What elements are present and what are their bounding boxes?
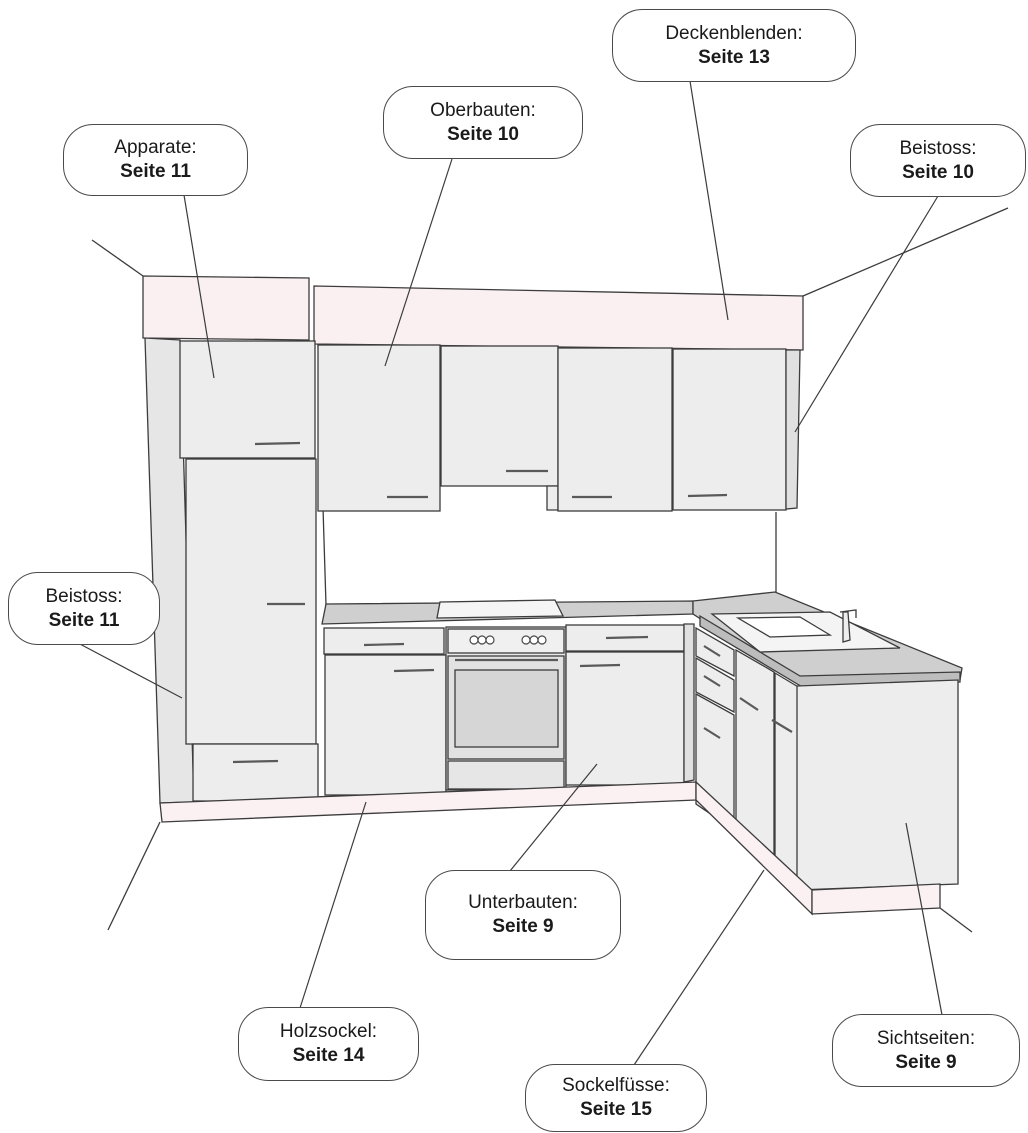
- callout-beistoss-left: Beistoss: Seite 11: [8, 572, 160, 645]
- callout-label: Sichtseiten:: [876, 1027, 976, 1049]
- callout-holzsockel: Holzsockel: Seite 14: [238, 1007, 419, 1081]
- callout-label: Sockelfüsse:: [562, 1075, 670, 1096]
- callout-page: Seite 11: [48, 609, 120, 631]
- corner-drawer-2: [695, 656, 735, 714]
- plinth-side: [811, 883, 941, 915]
- oven-window: [454, 669, 559, 748]
- handle: [605, 635, 649, 640]
- callout-label: Deckenblenden:: [665, 22, 803, 44]
- upper-cabinet-2: [440, 345, 559, 487]
- tall-door-top: [179, 340, 316, 459]
- wall-line: [802, 207, 1009, 297]
- leader-beistoss-top: [794, 195, 939, 433]
- base-drawer-1: [323, 627, 445, 655]
- knob: [469, 635, 479, 645]
- handle: [393, 668, 435, 673]
- callout-label: Oberbauten:: [430, 99, 536, 121]
- leader-apparate: [183, 194, 215, 379]
- callout-unterbauten: Unterbauten: Seite 9: [425, 870, 621, 960]
- ceiling-blend-tall: [142, 275, 310, 341]
- oven-panel: [447, 628, 565, 654]
- floor-line: [107, 821, 161, 931]
- callout-page: Seite 15: [580, 1099, 652, 1120]
- callout-page: Seite 14: [292, 1045, 365, 1066]
- floor-line: [939, 907, 973, 933]
- callout-label: Holzsockel:: [279, 1021, 378, 1042]
- upper-side-panel: [785, 349, 801, 510]
- faucet: [842, 611, 851, 643]
- hob: [436, 599, 565, 619]
- callout-apparate: Apparate: Seite 11: [63, 124, 248, 196]
- knob: [477, 635, 487, 645]
- upper-cabinet-1: [317, 344, 441, 512]
- faucet-spout: [839, 609, 857, 618]
- hood-panel: [546, 485, 559, 511]
- leader-sichtseiten: [905, 822, 943, 1016]
- callout-page: Seite 9: [895, 1051, 957, 1073]
- callout-page: Seite 9: [492, 916, 554, 937]
- corner-door-2: [774, 671, 801, 892]
- callout-page: Seite 10: [447, 123, 519, 145]
- upper-cabinet-3: [557, 347, 673, 512]
- sink-basin: [735, 616, 833, 638]
- handle: [363, 642, 405, 647]
- callout-beistoss-top: Beistoss: Seite 10: [850, 124, 1026, 197]
- leader-sockelfuesse: [633, 869, 765, 1066]
- visible-side-panel: [796, 679, 959, 891]
- callout-label: Apparate:: [114, 137, 197, 158]
- callout-label: Beistoss:: [899, 137, 977, 159]
- leader-beistoss-left: [77, 642, 183, 699]
- callout-oberbauten: Oberbauten: Seite 10: [383, 86, 583, 159]
- callout-deckenblenden: Deckenblenden: Seite 13: [612, 9, 856, 82]
- callout-page: Seite 10: [902, 161, 974, 183]
- upper-cabinet-4: [672, 348, 787, 511]
- leader-deckenblenden: [689, 80, 729, 321]
- handle: [771, 719, 793, 733]
- handle: [579, 663, 621, 668]
- knob: [521, 635, 531, 645]
- knob: [485, 635, 495, 645]
- callout-page: Seite 11: [120, 161, 191, 182]
- callout-page: Seite 13: [698, 46, 770, 68]
- handle: [254, 441, 301, 446]
- callout-sichtseiten: Sichtseiten: Seite 9: [832, 1014, 1020, 1087]
- ceiling-blend-upper: [313, 285, 804, 351]
- handle: [687, 493, 728, 498]
- leader-holzsockel: [299, 801, 367, 1009]
- leader-oberbauten: [384, 158, 453, 367]
- leader-unterbauten: [509, 763, 598, 872]
- handle: [739, 697, 759, 711]
- oven-drawer: [447, 760, 565, 790]
- callout-sockelfuesse: Sockelfüsse: Seite 15: [525, 1064, 707, 1132]
- wall-line: [91, 239, 144, 277]
- handle: [232, 759, 279, 764]
- base-side: [683, 623, 695, 783]
- callout-label: Beistoss:: [45, 585, 123, 607]
- handle: [703, 645, 721, 657]
- handle: [703, 675, 721, 687]
- tall-door-middle: [185, 458, 317, 745]
- base-door-2: [565, 651, 685, 786]
- knob: [529, 635, 539, 645]
- knob: [537, 635, 547, 645]
- tall-drawer-bottom: [192, 743, 319, 802]
- callout-label: Unterbauten:: [468, 892, 578, 913]
- handle: [703, 727, 721, 739]
- base-door-1: [324, 654, 447, 796]
